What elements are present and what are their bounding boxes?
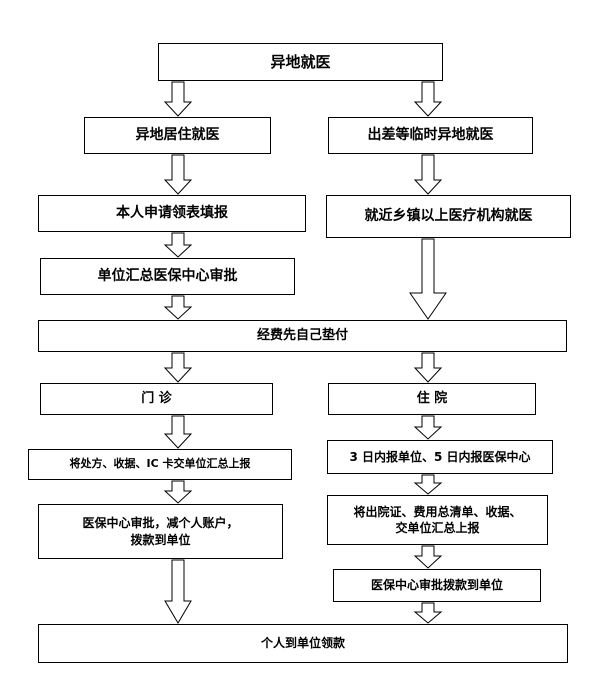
arrow-to-final-right [413, 602, 443, 624]
arrow-to-inpatient-report [413, 474, 443, 495]
arrow-to-self-pay-right [409, 238, 447, 320]
node-outpatient: 门 诊 [40, 383, 273, 415]
node-nearby-hospital: 就近乡镇以上医疗机构就医 [326, 195, 571, 238]
node-residence-care: 异地居住就医 [84, 117, 271, 154]
node-apply-form: 本人申请领表填报 [38, 195, 306, 232]
arrow-to-inpatient-review [413, 545, 443, 569]
arrow-to-final-left [164, 559, 192, 624]
node-inpatient: 住 院 [328, 383, 536, 415]
arrow-to-inpatient [413, 352, 443, 383]
arrow-to-outpatient-review [163, 480, 193, 504]
arrow-to-residence [163, 81, 193, 117]
node-remote-medical: 异地就医 [158, 43, 443, 81]
node-unit-approval: 单位汇总医保中心审批 [40, 258, 295, 295]
arrow-to-travel [413, 81, 443, 117]
node-travel-care: 出差等临时异地就医 [328, 117, 533, 154]
arrow-to-nearby-hospital [413, 154, 443, 195]
arrow-to-self-pay-left [163, 295, 193, 320]
node-final: 个人到单位领款 [38, 624, 568, 663]
arrow-to-inpatient-notice [413, 415, 443, 440]
node-outpatient-report: 将处方、收据、IC 卡交单位汇总上报 [28, 449, 292, 480]
node-inpatient-review: 医保中心审批拨款到单位 [333, 569, 541, 602]
arrow-to-unit-approval [163, 232, 193, 258]
node-outpatient-review: 医保中心审批，减个人账户， 拨款到单位 [38, 504, 283, 559]
arrow-to-outpatient [163, 352, 193, 383]
node-self-pay: 经费先自己垫付 [38, 320, 567, 352]
arrow-to-apply-form [163, 154, 193, 195]
node-inpatient-notice: 3 日内报单位、5 日内报医保中心 [327, 440, 553, 474]
node-inpatient-report: 将出院证、费用总清单、收据、 交单位汇总上报 [327, 495, 548, 545]
arrow-to-outpatient-report [163, 415, 193, 449]
